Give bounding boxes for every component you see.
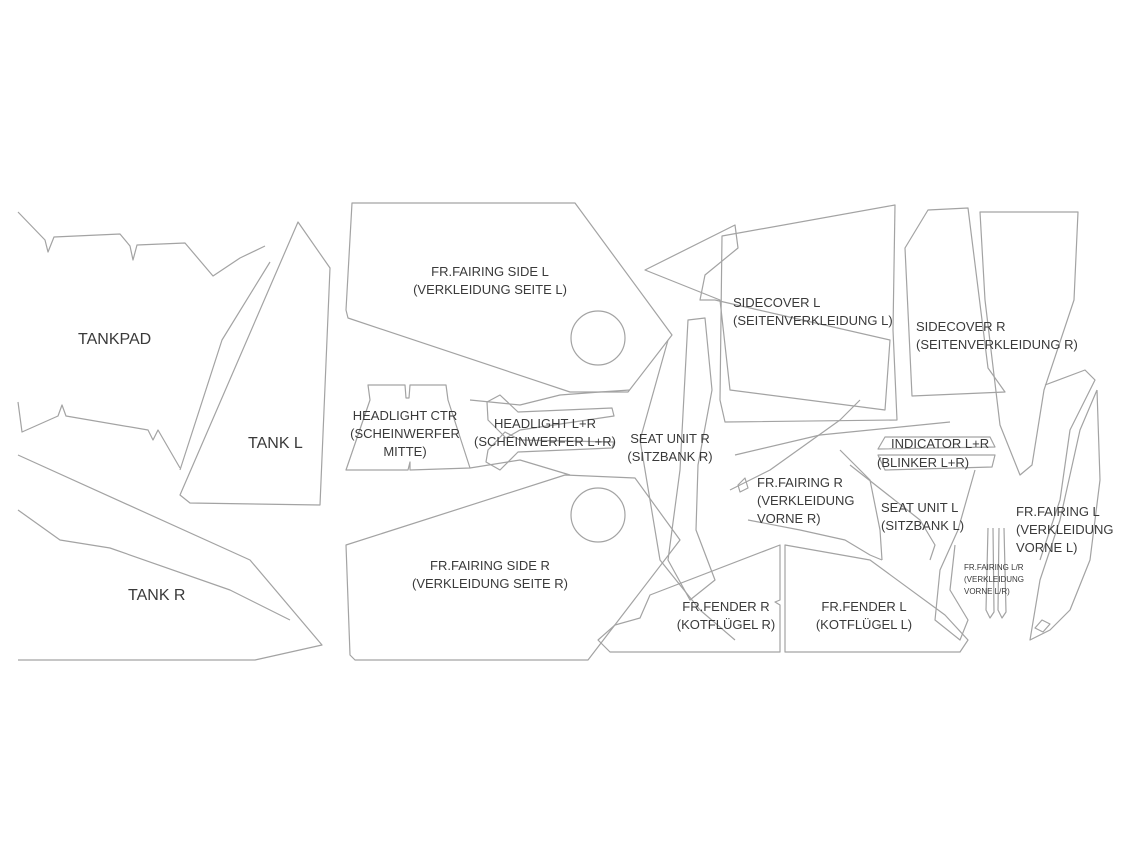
label-indicator-lr: INDICATOR L+R(BLINKER L+R): [877, 436, 989, 470]
fr-fairing-r-outline: [729, 399, 883, 561]
seat-unit-r-outline: [667, 317, 716, 601]
label-sidecover-r: SIDECOVER R(SEITENVERKLEIDUNG R): [916, 319, 1078, 352]
tank-l-inner-edge: [179, 261, 271, 471]
tank-l-outline: [179, 221, 331, 506]
fr-fairing-l-outline: [979, 211, 1101, 641]
label-seat-unit-r: SEAT UNIT R(SITZBANK R): [627, 431, 712, 464]
label-seat-unit-l: SEAT UNIT L(SITZBANK L): [881, 500, 964, 533]
headlight-lr-outline: [469, 389, 631, 476]
label-tank-l: TANK L: [248, 435, 303, 452]
label-fr-fairing-side-r: FR.FAIRING SIDE R(VERKLEIDUNG SEITE R): [412, 558, 568, 591]
label-sidecover-l: SIDECOVER L(SEITENVERKLEIDUNG L): [733, 295, 893, 328]
fr-fender-r-outline: [597, 544, 781, 653]
label-fr-fairing-side-l: FR.FAIRING SIDE L(VERKLEIDUNG SEITE L): [413, 264, 567, 297]
fr-fender-l-outline: [784, 544, 969, 653]
label-fr-fender-r: FR.FENDER R(KOTFLÜGEL R): [677, 599, 775, 632]
tank-r-edge: [17, 509, 291, 621]
tankpad-outline: [17, 211, 266, 469]
seat-unit-l-outline: [934, 469, 976, 641]
fr-fairing-lr-outline: [985, 527, 1007, 619]
fr-fairing-side-r-outline: [345, 474, 681, 661]
label-tank-r: TANK R: [128, 587, 185, 604]
seat-unit-l-edge: [849, 464, 936, 561]
sidecover-r-outline: [904, 207, 1006, 397]
label-tankpad: TANKPAD: [78, 331, 151, 348]
tank-r-outline: [17, 454, 323, 661]
headlight-ctr-outline: [345, 384, 471, 471]
seat-unit-r-edge: [639, 339, 736, 641]
label-headlight-lr: HEADLIGHT L+R(SCHEINWERFER L+R): [474, 416, 616, 449]
label-fr-fender-l: FR.FENDER L(KOTFLÜGEL L): [816, 599, 912, 632]
sidecover-l-outline: [644, 204, 898, 423]
fr-fairing-side-l-outline: [345, 202, 673, 393]
